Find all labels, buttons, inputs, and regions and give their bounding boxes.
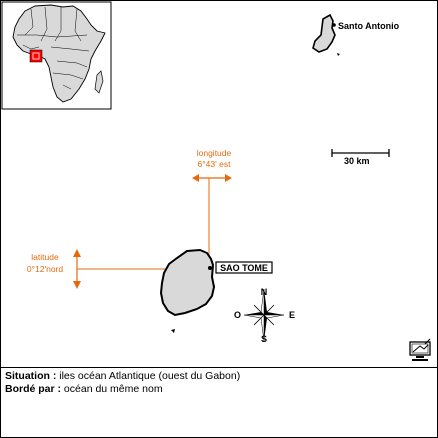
compass-o: O [234, 310, 241, 320]
scale-label: 30 km [344, 156, 370, 166]
inset-map [1, 1, 112, 110]
islet [337, 53, 340, 56]
africa-silhouette [12, 4, 106, 103]
compass-e: E [289, 310, 295, 320]
sao-tome-label: SAO TOME [220, 263, 268, 273]
sao-tome-island [159, 248, 216, 317]
situation-label: Situation : [5, 370, 57, 382]
madagascar-island [94, 70, 104, 94]
borde-value: océan du même nom [61, 383, 163, 395]
sao-tome-point [208, 266, 212, 270]
scale-bar [331, 149, 390, 157]
borde-line: Bordé par : océan du même nom [5, 383, 163, 395]
principe-label: Santo Antonio [338, 21, 400, 31]
location-highlight [29, 49, 43, 63]
situation-value: iles océan Atlantique (ouest du Gabon) [56, 370, 241, 382]
latitude-arrow-down-head [73, 281, 81, 289]
latitude-arrow-up-head [73, 249, 81, 257]
principe-point [332, 23, 336, 27]
compass-n: N [261, 287, 268, 297]
latitude-label-2: 0°12'nord [27, 264, 63, 274]
rolas-islet [171, 329, 175, 333]
map-tool-icon[interactable] [409, 338, 431, 361]
situation-line: Situation : iles océan Atlantique (ouest… [5, 370, 240, 382]
principe-island [312, 13, 336, 53]
longitude-label-1: longitude [197, 148, 232, 158]
compass-rose [243, 288, 285, 342]
info-panel: Situation : iles océan Atlantique (ouest… [1, 367, 437, 437]
country-borders [17, 6, 90, 90]
longitude-arrow-left-head [192, 174, 199, 182]
sao-tome-label-box [215, 261, 273, 274]
borde-label: Bordé par : [5, 383, 62, 395]
latitude-label-1: latitude [31, 252, 59, 262]
longitude-arrow-right-head [225, 174, 232, 182]
longitude-label-2: 6°43' est [198, 159, 232, 169]
compass-s: S [261, 334, 267, 344]
